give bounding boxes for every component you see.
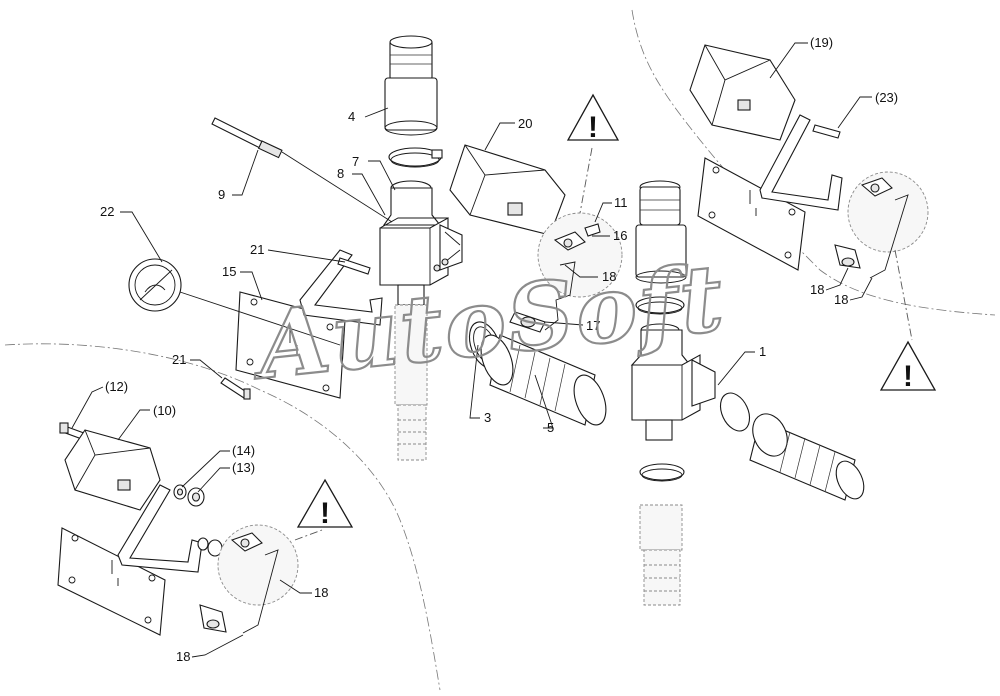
detail-circle-center — [537, 212, 623, 331]
callout-23: (23) — [875, 90, 898, 105]
part-19-cover — [689, 44, 796, 141]
bottom-left-washer-pair — [197, 537, 223, 557]
callout-9: 9 — [218, 187, 225, 202]
callout-13: (13) — [232, 460, 255, 475]
callout-20: 20 — [518, 116, 532, 131]
warning-triangle-icon: ! — [879, 340, 937, 393]
centre-assembly — [379, 35, 463, 461]
top-right-bracket — [759, 114, 843, 211]
warning-mark-center: ! — [588, 111, 598, 144]
callout-3: 3 — [484, 410, 491, 425]
part-14-washer — [173, 484, 187, 500]
callout-17: 17 — [586, 318, 600, 333]
callout-18-bottom-right: 18 — [314, 585, 328, 600]
part-5-hose — [480, 334, 607, 426]
part-20-cover — [449, 144, 566, 236]
top-right-assembly — [689, 44, 929, 341]
callout-14: (14) — [232, 443, 255, 458]
mounting-bracket — [299, 249, 383, 326]
warning-triangle-icon: ! — [296, 478, 354, 530]
callout-7: 7 — [352, 154, 359, 169]
callout-5: 5 — [547, 420, 554, 435]
warning-leader-bottom-left — [294, 529, 323, 541]
right-lower-clamp — [639, 463, 685, 482]
right-sleeve — [635, 180, 687, 284]
right-assembly — [630, 180, 865, 606]
bottom-left-bracket — [117, 484, 203, 573]
callout-22: 22 — [100, 204, 114, 219]
right-valve-body — [630, 323, 716, 441]
part-17-bolt — [509, 311, 546, 333]
callout-leaders — [71, 42, 873, 658]
callout-8: 8 — [337, 166, 344, 181]
callout-19: (19) — [810, 35, 833, 50]
warning-triangle-icon: ! — [566, 93, 620, 144]
detail-circle-top-right — [847, 171, 929, 279]
callout-18-center: 18 — [602, 269, 616, 284]
bottom-left-fitting — [199, 604, 227, 633]
warning-mark-bottom-left: ! — [320, 497, 330, 530]
bottom-left-assembly — [57, 422, 323, 636]
part-23-screw — [812, 124, 841, 139]
callout-21-lower: 21 — [172, 352, 186, 367]
part-21-screw-lower — [220, 377, 251, 400]
callout-10: (10) — [153, 403, 176, 418]
clamp-ring-upper — [388, 147, 443, 168]
right-clamp-ring — [635, 296, 685, 315]
main-valve-body — [379, 217, 463, 306]
part-4-sleeve — [384, 35, 438, 136]
part-13-nut — [187, 487, 205, 507]
part-22-prohibition-sign — [128, 258, 182, 312]
callout-4: 4 — [348, 109, 355, 124]
warning-mark-right: ! — [903, 360, 913, 393]
detail-circle-bottom-left — [217, 524, 299, 634]
callout-18-topright-b: 18 — [834, 292, 848, 307]
warning-leader-right — [894, 249, 913, 341]
right-hose — [719, 392, 865, 501]
callout-11: 11 — [614, 195, 628, 210]
centre-ghost-pipe — [394, 304, 428, 461]
callout-21-upper: 21 — [250, 242, 264, 257]
callout-1: 1 — [759, 344, 766, 359]
right-ghost-pipe — [639, 504, 683, 606]
callout-18-bottom-left: 18 — [176, 649, 190, 664]
callout-15: 15 — [222, 264, 236, 279]
part-21-screw-upper — [337, 257, 371, 275]
callout-12: (12) — [105, 379, 128, 394]
callout-labels: 4 7 8 9 22 21 15 21 20 11 16 18 17 3 5 1… — [100, 35, 898, 664]
zone-boundary-right — [631, 9, 996, 316]
callout-18-topright-a: 18 — [810, 282, 824, 297]
zone-boundary-left — [4, 343, 441, 691]
top-right-fitting — [834, 244, 861, 269]
callout-16: 16 — [613, 228, 627, 243]
warning-leader-center — [579, 147, 593, 214]
part-10-cover — [64, 429, 161, 511]
part-9-pin — [211, 117, 283, 159]
bottom-left-plate — [57, 527, 166, 636]
part-7-pipe-stub — [382, 180, 442, 226]
